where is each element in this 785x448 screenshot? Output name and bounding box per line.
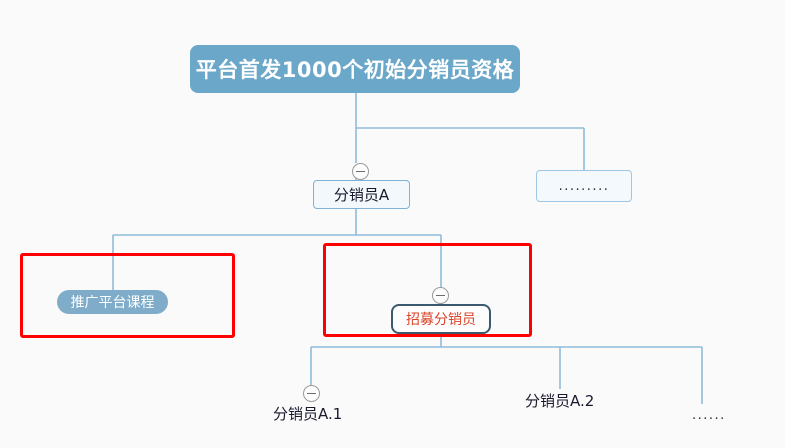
collapse-minus-icon-recruit-distributor[interactable] — [432, 287, 449, 304]
node-distributor-a1[interactable]: 分销员A.1 — [273, 405, 343, 423]
promote-course-highlight — [20, 253, 235, 338]
root-node[interactable]: 平台首发1000个初始分销员资格 — [190, 45, 520, 93]
node-trailing-ellipsis[interactable]: ...... — [692, 408, 726, 423]
node-ellipsis-peer[interactable]: ......... — [536, 170, 632, 202]
node-recruit-distributor[interactable]: 招募分销员 — [391, 304, 491, 334]
node-distributor-a[interactable]: 分销员A — [313, 180, 410, 209]
collapse-minus-icon-distributor-a[interactable] — [352, 163, 369, 180]
node-promote-course[interactable]: 推广平台课程 — [57, 290, 168, 314]
recruit-distributor-highlight — [323, 243, 532, 337]
node-distributor-a2[interactable]: 分销员A.2 — [525, 392, 595, 410]
collapse-minus-icon-distributor-a1[interactable] — [303, 385, 320, 402]
